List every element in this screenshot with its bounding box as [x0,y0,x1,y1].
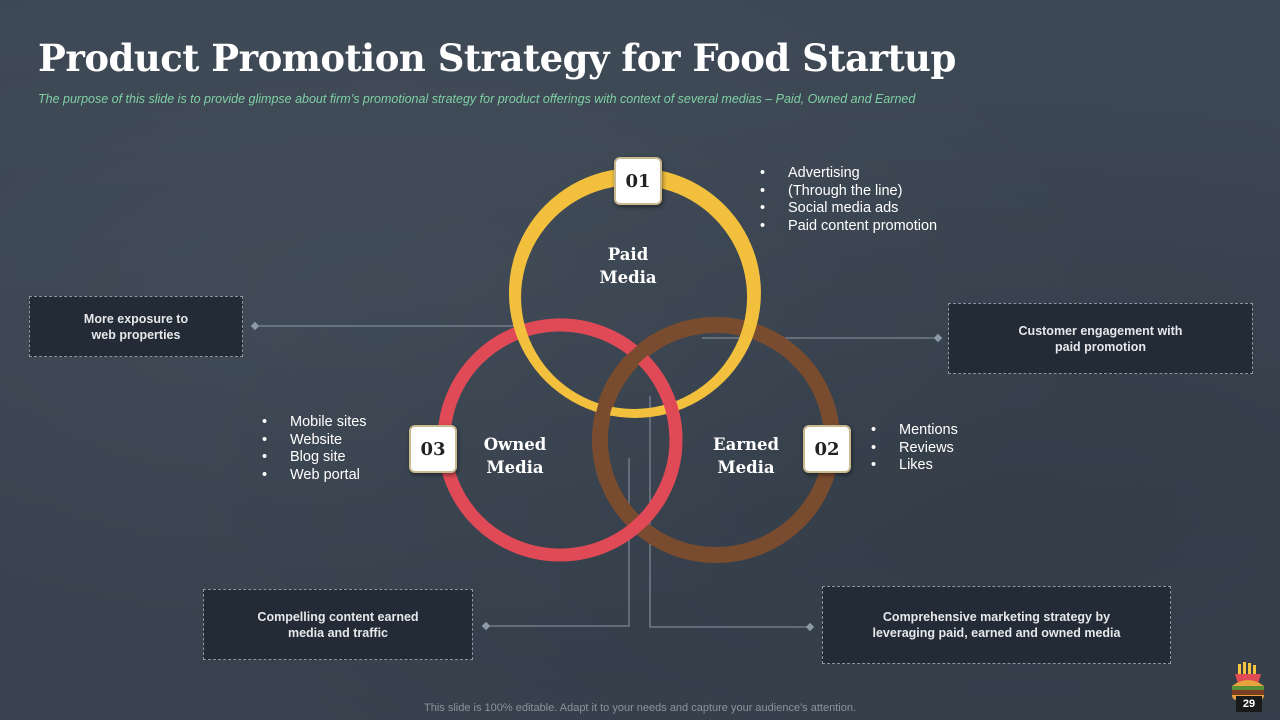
paid-number-badge: 01 [614,157,662,205]
earned-number-badge: 02 [803,425,851,473]
list-item: Blog site [260,449,367,467]
note-line: More exposure to [83,311,189,326]
list-item: Paid content promotion [758,218,937,236]
paid-ring [508,168,761,418]
paid-label-line1: Paid [607,245,649,264]
paid-label-line2: Media [599,268,657,287]
list-item: Mobile sites [260,414,367,432]
list-item: Website [260,432,367,450]
page-number: 29 [1236,696,1262,712]
list-item: Social media ads [758,200,937,218]
note-line: Customer engagement with [1018,323,1183,338]
list-item: Web portal [260,467,367,485]
owned-bullet-list: Mobile sites Website Blog site Web porta… [260,414,367,484]
list-item: Advertising [758,165,937,183]
owned-label-line2: Media [486,458,544,477]
note-line: media and traffic [287,625,388,640]
earned-label-line2: Media [717,458,775,477]
note-box-paid-earned: Customer engagement with paid promotion [948,303,1253,374]
connector-endpoints [250,321,943,632]
note-line: leveraging paid, earned and owned media [872,626,1121,640]
ring-overlaps [555,318,707,441]
earned-media-label: Earned Media [676,433,816,479]
slide-title: Product Promotion Strategy for Food Star… [38,36,956,80]
note-box-owned-earned: Compelling content earned media and traf… [203,589,473,660]
owned-number-badge: 03 [409,425,457,473]
list-item: Likes [869,457,958,475]
earned-label-line1: Earned [713,435,779,454]
slide-footer: This slide is 100% editable. Adapt it to… [424,702,856,714]
note-line: paid promotion [1055,339,1146,354]
list-item: Mentions [869,422,958,440]
list-item: (Through the line) [758,183,937,201]
note-box-paid-owned: More exposure to web properties [29,296,243,357]
note-line: Comprehensive marketing strategy by [882,610,1111,624]
note-box-all-medias: Comprehensive marketing strategy by leve… [822,586,1171,664]
owned-media-label: Owned Media [445,433,585,479]
slide-subtitle: The purpose of this slide is to provide … [38,92,916,106]
connector-all [649,396,810,628]
note-line: web properties [91,327,181,342]
paid-media-label: Paid Media [558,243,698,289]
paid-bullet-list: Advertising (Through the line) Social me… [758,165,937,235]
earned-bullet-list: Mentions Reviews Likes [869,422,958,475]
note-line: Compelling content earned [257,609,419,624]
list-item: Reviews [869,440,958,458]
owned-label-line1: Owned [483,435,547,454]
